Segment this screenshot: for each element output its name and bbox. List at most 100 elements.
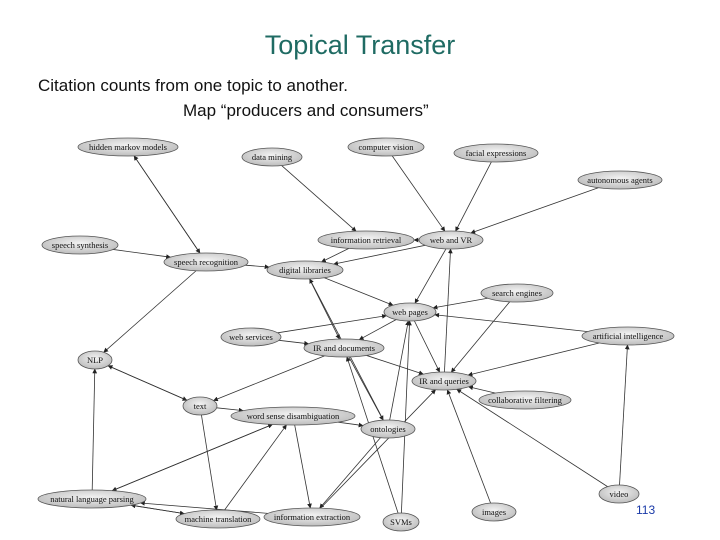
node-svm: SVMs [382, 512, 420, 532]
edge-se-to-irq [450, 301, 510, 373]
node-ellipse [37, 489, 147, 509]
edge-ws-to-wp [277, 314, 387, 334]
node-ellipse [241, 147, 303, 167]
edge-ont-to-wp [389, 320, 410, 421]
node-label: text [194, 401, 207, 411]
node-label: word sense disambiguation [247, 411, 340, 421]
node-ellipse [581, 326, 675, 346]
node-label: autonomous agents [587, 175, 652, 185]
node-label: NLP [87, 355, 103, 365]
edge-ir-to-dl [321, 248, 350, 263]
edges-layer [91, 155, 630, 516]
edge-svm-to-wp [400, 320, 412, 514]
node-mt: machine translation [175, 509, 261, 529]
node-ellipse [317, 230, 415, 250]
edge-text-to-nlp [107, 365, 188, 401]
node-ellipse [577, 170, 663, 190]
edge-ie-to-irq [320, 389, 436, 509]
node-sr: speech recognition [163, 252, 249, 272]
node-ellipse [77, 137, 179, 157]
edge-sr-to-nlp [103, 270, 197, 353]
node-label: web services [229, 332, 273, 342]
node-ellipse [360, 419, 416, 439]
node-ellipse [303, 338, 385, 358]
edge-dl-to-wp [324, 277, 394, 306]
node-label: web pages [392, 307, 428, 317]
nodes-layer: hidden markov models data mining computer … [37, 137, 675, 532]
node-dl: digital libraries [266, 260, 344, 280]
node-ellipse [382, 512, 420, 532]
edge-fe-to-wvr [455, 161, 492, 232]
node-ie: information extraction [263, 507, 361, 527]
node-label: information retrieval [331, 235, 402, 245]
edge-vid-to-ai [619, 344, 630, 486]
edge-text-to-mt [201, 414, 219, 511]
node-label: information extraction [274, 512, 351, 522]
node-label: ontologies [370, 424, 405, 434]
edge-sr-to-hmm [133, 155, 201, 254]
node-se: search engines [480, 283, 554, 303]
node-label: web and VR [430, 235, 473, 245]
edge-ss-to-sr [112, 249, 171, 260]
node-label: IR and queries [419, 376, 469, 386]
edge-wsd-to-ie [294, 424, 312, 509]
node-text: text [182, 396, 218, 416]
edge-nlpar-to-wsd [112, 423, 273, 492]
node-ellipse [471, 502, 517, 522]
edge-nlpar-to-mt [131, 504, 185, 516]
node-ellipse [77, 350, 113, 370]
node-label: hidden markov models [89, 142, 167, 152]
edge-cv-to-wvr [391, 155, 446, 232]
node-ellipse [266, 260, 344, 280]
node-ir: information retrieval [317, 230, 415, 250]
node-ellipse [411, 371, 477, 391]
node-ellipse [182, 396, 218, 416]
node-aa: autonomous agents [577, 170, 663, 190]
node-cv: computer vision [347, 137, 425, 157]
node-label: data mining [252, 152, 293, 162]
node-ellipse [453, 143, 539, 163]
edge-wp-to-ird [358, 319, 397, 341]
node-label: digital libraries [279, 265, 331, 275]
node-ellipse [347, 137, 425, 157]
node-wp: web pages [383, 302, 437, 322]
node-label: computer vision [358, 142, 414, 152]
node-ellipse [163, 252, 249, 272]
edge-ont-to-ie [319, 437, 381, 509]
edge-wsd-to-ont [338, 421, 364, 428]
node-label: collaborative filtering [488, 395, 563, 405]
node-label: machine translation [185, 514, 253, 524]
edge-ie-to-nlpar [139, 500, 269, 514]
node-ellipse [263, 507, 361, 527]
edge-wvr-to-wp [414, 248, 447, 304]
node-label: images [482, 507, 506, 517]
node-label: artificial intelligence [593, 331, 664, 341]
node-ellipse [41, 235, 119, 255]
edge-ws-to-ird [278, 339, 310, 346]
subtitle-line-2: Map “producers and consumers” [183, 101, 429, 120]
node-wsd: word sense disambiguation [230, 406, 356, 426]
edge-ai-to-irq [467, 342, 600, 377]
node-img: images [471, 502, 517, 522]
node-wvr: web and VR [418, 230, 484, 250]
node-ellipse [480, 283, 554, 303]
node-cf: collaborative filtering [478, 390, 572, 410]
edge-text-to-wsd [216, 407, 244, 413]
edge-irq-to-wvr [444, 248, 453, 373]
edge-nlpar-to-nlp [91, 368, 98, 491]
edge-ird-to-text [213, 355, 325, 402]
node-label: search engines [492, 288, 542, 298]
subtitle-line-1: Citation counts from one topic to anothe… [38, 76, 348, 95]
node-ellipse [175, 509, 261, 529]
edge-cf-to-irq [468, 385, 496, 394]
node-label: SVMs [390, 517, 412, 527]
node-ai: artificial intelligence [581, 326, 675, 346]
edge-vid-to-irq [456, 388, 608, 487]
edge-wvr-to-dl [333, 244, 426, 266]
node-irq: IR and queries [411, 371, 477, 391]
node-nlpar: natural language parsing [37, 489, 147, 509]
node-hmm: hidden markov models [77, 137, 179, 157]
edge-dm-to-ir [281, 165, 357, 232]
node-label: video [610, 489, 629, 499]
node-label: natural language parsing [50, 494, 134, 504]
